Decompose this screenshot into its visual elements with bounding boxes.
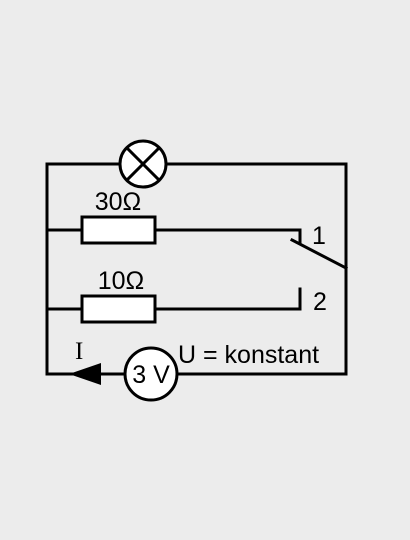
- resistor-10: [80, 294, 157, 324]
- wiring: [45, 162, 348, 376]
- resistor-30: [80, 215, 157, 245]
- resistor-30-label: 30Ω: [95, 188, 142, 216]
- current-label: I: [75, 338, 83, 365]
- switch-position-1-label: 1: [312, 222, 326, 250]
- switch-position-2-label: 2: [313, 288, 327, 316]
- voltage-source-label: 3 V: [132, 361, 170, 389]
- current-arrow-icon: [69, 363, 101, 385]
- resistor-10-label: 10Ω: [98, 267, 145, 295]
- switch-lever: [289, 237, 349, 271]
- lamp: [118, 139, 168, 189]
- lamp-cross-b: [124, 145, 162, 183]
- voltage-source: [123, 346, 179, 402]
- constant-voltage-note: U = konstant: [178, 341, 319, 369]
